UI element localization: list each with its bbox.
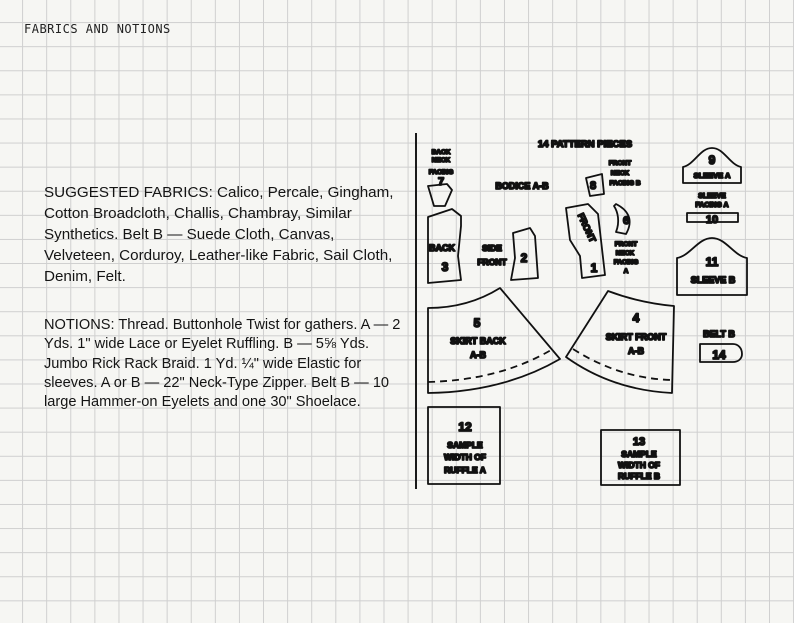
back-label: BACK — [429, 243, 455, 253]
fabrics-body: Calico, Percale, Gingham, Cotton Broadcl… — [44, 184, 394, 285]
front-neck-facing-a-label-1: FRONT — [615, 241, 637, 248]
front-label: FRONT — [576, 212, 598, 245]
front-neck-facing-a-label-2: NECK — [616, 250, 635, 257]
piece-front: FRONT 1 — [565, 203, 606, 279]
skirt-back-hemline — [427, 349, 552, 383]
sleeve-a-label: SLEEVE A — [694, 171, 731, 180]
sleeve-b-number: 11 — [706, 255, 719, 269]
front-neck-facing-b-label-3: FACING B — [609, 180, 640, 187]
sample-ruffle-a-label-3: RUFFLE A — [444, 465, 486, 475]
suggested-fabrics-paragraph: SUGGESTED FABRICS: Calico, Percale, Ging… — [44, 182, 404, 287]
skirt-front-hemline — [572, 348, 674, 381]
notions-paragraph: NOTIONS: Thread. Buttonhole Twist for ga… — [44, 316, 404, 412]
piece-belt-b-outline — [699, 343, 743, 363]
sample-ruffle-a-label-2: WIDTH OF — [444, 452, 486, 462]
fabrics-heading: SUGGESTED FABRICS: — [44, 184, 213, 201]
skirt-back-label-2: A-B — [470, 350, 486, 360]
front-neck-facing-a-number: 6 — [623, 215, 629, 227]
sleeve-facing-a-label-1: SLEEVE — [698, 193, 726, 200]
piece-front-neck-facing-b: 8 FRONT NECK FACING B — [585, 159, 642, 197]
front-neck-facing-b-label-1: FRONT — [609, 160, 631, 167]
piece-side-front-outline — [510, 227, 539, 281]
piece-sample-ruffle-a: 12 SAMPLE WIDTH OF RUFFLE A — [427, 406, 501, 485]
piece-back: BACK 3 — [427, 208, 462, 284]
piece-front-neck-facing-a: 6 FRONT NECK FACING A — [613, 203, 639, 276]
skirt-front-number: 4 — [633, 311, 640, 325]
skirt-front-label-2: A-B — [628, 346, 644, 356]
back-neck-facing-label-2: NECK — [432, 157, 451, 164]
back-neck-facing-label-3: FACING — [429, 169, 454, 176]
piece-sleeve-facing-a: SLEEVE FACING A 10 — [686, 192, 739, 227]
sleeve-facing-a-number: 10 — [706, 214, 718, 226]
page-title: FABRICS AND NOTIONS — [24, 22, 171, 36]
sample-ruffle-b-label-1: SAMPLE — [621, 449, 657, 459]
back-neck-facing-label-1: BACK — [432, 149, 451, 156]
piece-back-neck-facing-outline — [427, 183, 453, 207]
belt-b-number: 14 — [712, 348, 726, 362]
piece-back-outline — [427, 208, 462, 284]
piece-skirt-back-outline — [427, 287, 561, 394]
skirt-back-label-1: SKIRT BACK — [450, 336, 506, 346]
front-neck-facing-a-label-4: A — [624, 268, 629, 275]
sample-ruffle-a-number: 12 — [458, 420, 472, 434]
front-neck-facing-b-label-2: NECK — [611, 170, 630, 177]
piece-sleeve-b-outline — [676, 237, 748, 296]
bodice-label: BODICE A-B — [495, 181, 549, 191]
piece-side-front: 2 — [510, 227, 539, 281]
sleeve-b-label: SLEEVE B — [691, 275, 736, 285]
sleeve-facing-a-label-2: FACING A — [695, 202, 728, 209]
sleeve-a-number: 9 — [709, 153, 716, 167]
piece-sample-ruffle-a-outline — [427, 406, 501, 485]
sample-ruffle-b-number: 13 — [633, 436, 645, 448]
back-neck-facing-number: 7 — [438, 176, 444, 188]
piece-skirt-front: 4 SKIRT FRONT A-B — [565, 290, 675, 394]
notions-body: Thread. Buttonhole Twist for gathers. A … — [44, 317, 401, 411]
piece-sleeve-a-outline — [682, 147, 742, 184]
piece-sleeve-a: 9 SLEEVE A — [682, 147, 742, 184]
front-number: 1 — [591, 261, 598, 275]
sample-ruffle-a-label-1: SAMPLE — [447, 440, 483, 450]
piece-belt-b: BELT B 14 — [699, 328, 743, 363]
belt-b-label: BELT B — [703, 329, 735, 339]
piece-front-neck-facing-a-outline — [613, 203, 631, 235]
sample-ruffle-b-label-2: WIDTH OF — [618, 460, 660, 470]
pattern-pieces-title: 14 PATTERN PIECES — [538, 139, 632, 150]
piece-sleeve-facing-a-outline — [686, 212, 739, 223]
piece-sleeve-b: 11 SLEEVE B — [676, 237, 748, 296]
notions-heading: NOTIONS: — [44, 317, 115, 333]
piece-front-neck-facing-b-outline — [585, 173, 605, 197]
skirt-back-number: 5 — [474, 316, 481, 330]
piece-front-outline — [565, 203, 606, 279]
column-divider — [415, 133, 417, 489]
piece-skirt-front-outline — [565, 290, 675, 394]
side-front-number: 2 — [521, 251, 528, 265]
piece-back-neck-facing: BACK NECK FACING 7 — [427, 148, 454, 207]
piece-sample-ruffle-b-outline — [600, 429, 681, 486]
skirt-front-label-1: SKIRT FRONT — [606, 332, 667, 342]
front-neck-facing-a-label-3: FACING — [614, 259, 639, 266]
front-neck-facing-b-number: 8 — [590, 180, 596, 192]
sample-ruffle-b-label-3: RUFFLE B — [618, 471, 660, 481]
side-front-label-2: FRONT — [477, 257, 507, 267]
piece-sample-ruffle-b: 13 SAMPLE WIDTH OF RUFFLE B — [600, 429, 681, 486]
back-number: 3 — [442, 260, 449, 274]
piece-skirt-back: 5 SKIRT BACK A-B — [427, 287, 561, 394]
side-front-label-1: SIDE — [482, 243, 502, 253]
